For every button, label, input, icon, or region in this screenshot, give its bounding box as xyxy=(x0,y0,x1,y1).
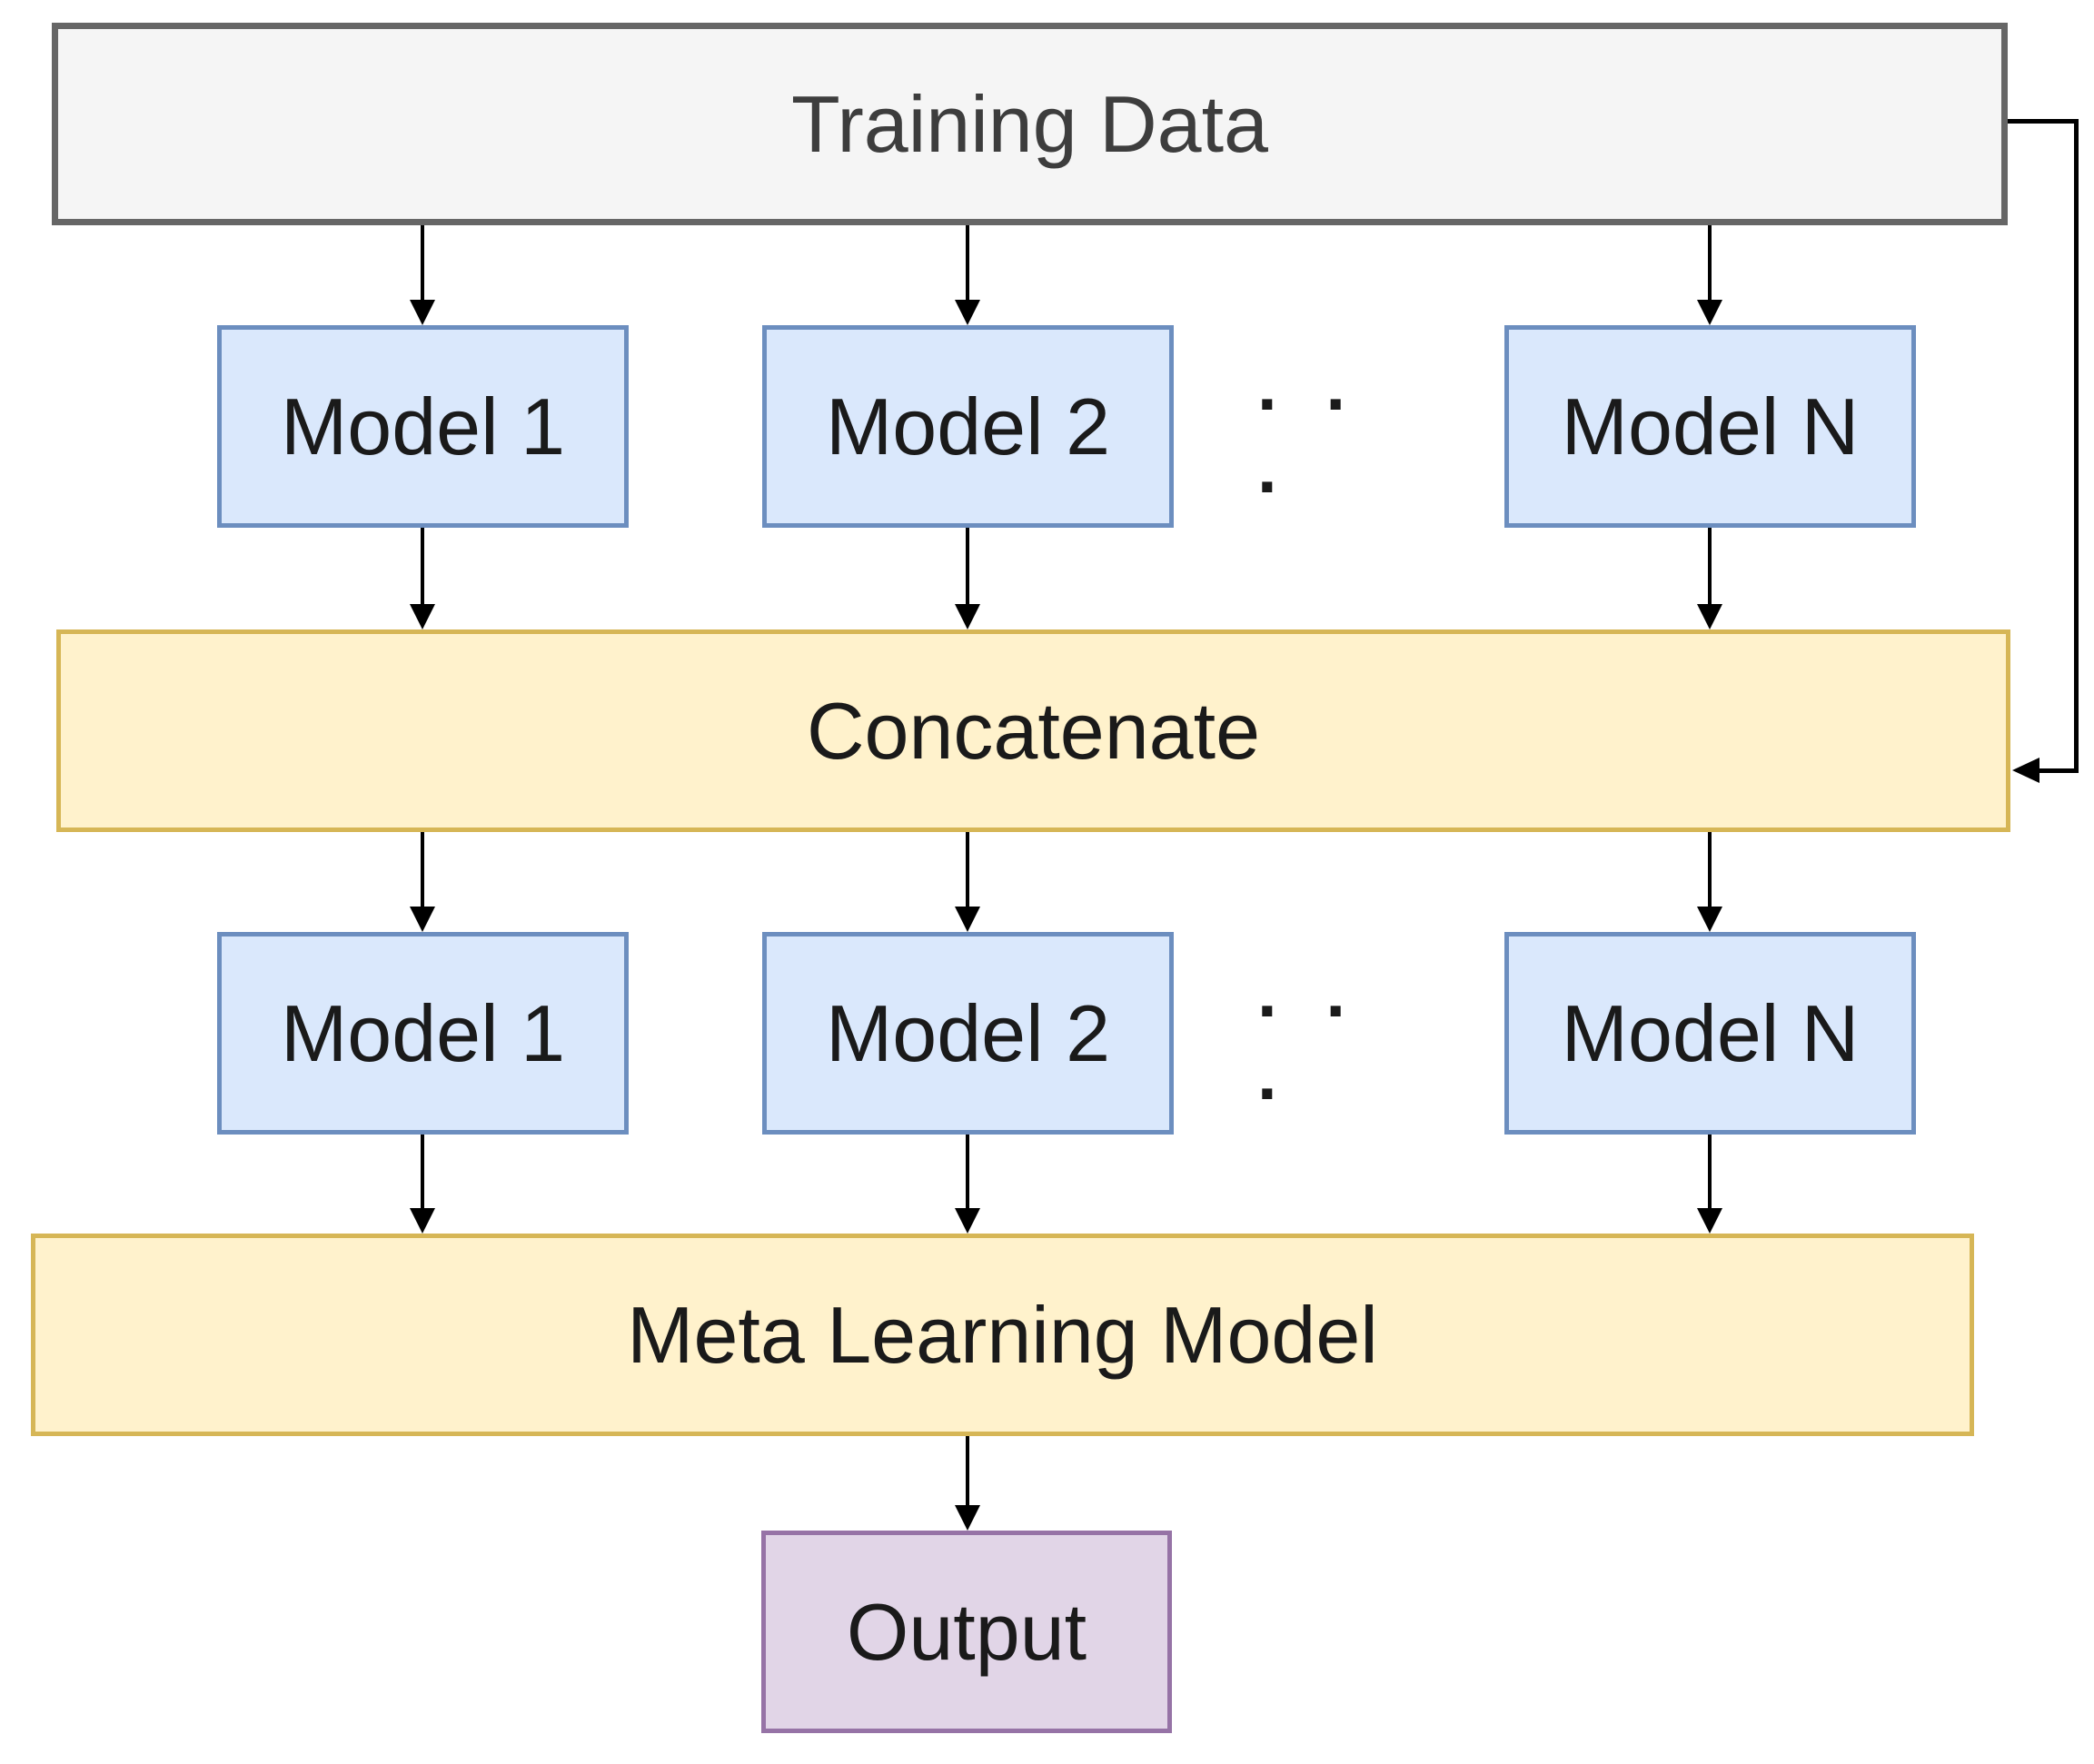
arrow-concatenate-to-modeln-bottom xyxy=(1697,832,1722,932)
ellipsis-bottom: . . . xyxy=(1257,951,1361,1115)
arrow-training-to-modeln-top xyxy=(1697,225,1722,325)
arrow-meta-to-output xyxy=(955,1436,980,1531)
ellipsis-top: . . . xyxy=(1257,344,1361,508)
model-1-bottom-node: Model 1 xyxy=(217,932,629,1135)
model-2-bottom-node: Model 2 xyxy=(762,932,1174,1135)
skip-connection-bottom-segment xyxy=(2039,768,2079,773)
training-data-node: Training Data xyxy=(52,23,2008,225)
model-1-top-node: Model 1 xyxy=(217,325,629,528)
arrow-model2-top-to-concatenate xyxy=(955,528,980,629)
skip-connection-top-segment xyxy=(2008,119,2079,124)
arrow-model2-bottom-to-meta xyxy=(955,1135,980,1234)
arrow-model1-bottom-to-meta xyxy=(410,1135,435,1234)
skip-connection-vertical-segment xyxy=(2074,119,2079,773)
skip-connection-arrowhead xyxy=(2012,758,2039,783)
meta-learning-model-node: Meta Learning Model xyxy=(31,1234,1974,1436)
arrow-concatenate-to-model2-bottom xyxy=(955,832,980,932)
arrow-model1-top-to-concatenate xyxy=(410,528,435,629)
model-2-top-node: Model 2 xyxy=(762,325,1174,528)
arrow-training-to-model2-top xyxy=(955,225,980,325)
arrow-modeln-bottom-to-meta xyxy=(1697,1135,1722,1234)
concatenate-node: Concatenate xyxy=(56,629,2010,832)
arrow-concatenate-to-model1-bottom xyxy=(410,832,435,932)
arrow-modeln-top-to-concatenate xyxy=(1697,528,1722,629)
model-n-top-node: Model N xyxy=(1504,325,1916,528)
model-n-bottom-node: Model N xyxy=(1504,932,1916,1135)
arrow-training-to-model1-top xyxy=(410,225,435,325)
output-node: Output xyxy=(761,1531,1172,1733)
